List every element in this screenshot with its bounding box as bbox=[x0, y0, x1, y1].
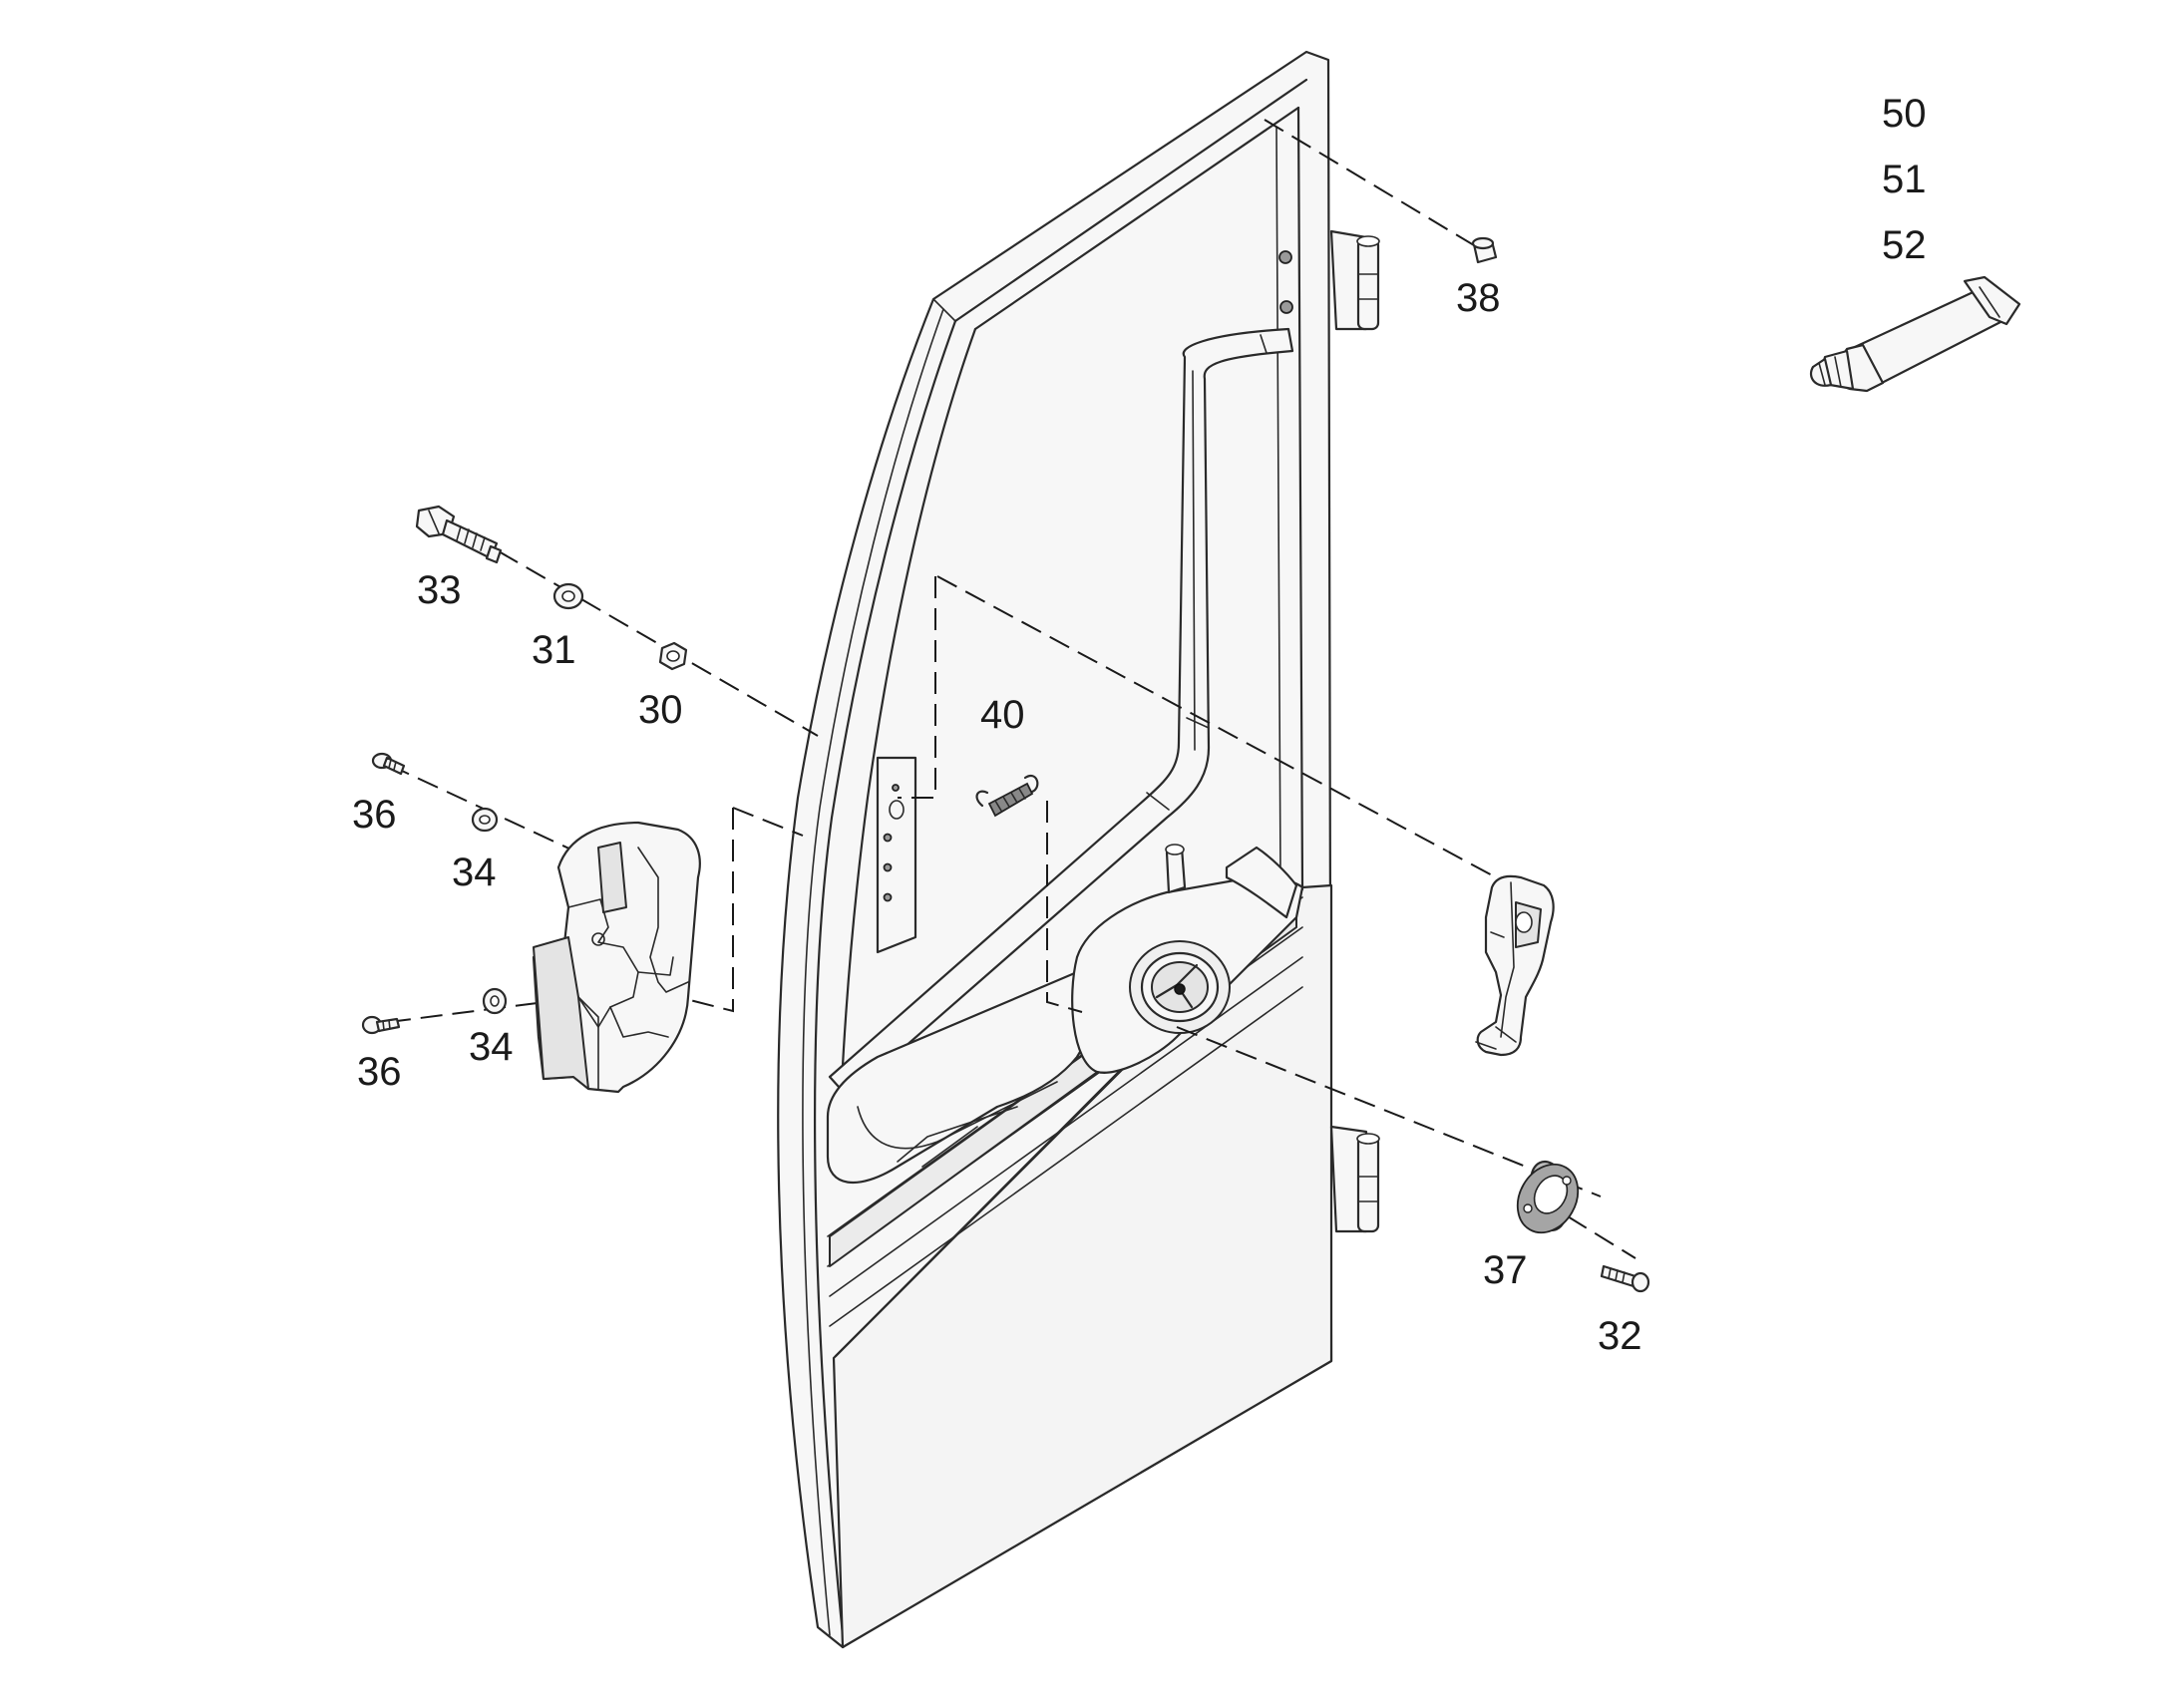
part-38-cap bbox=[1471, 236, 1498, 264]
door-latch-plate bbox=[876, 756, 917, 954]
door-grab-handle bbox=[828, 327, 1294, 1099]
door-latch-housing bbox=[532, 821, 701, 1094]
callout-38: 38 bbox=[1456, 276, 1501, 320]
callout-labels: 50 51 52 38 33 31 30 40 36 34 34 36 37 3… bbox=[352, 92, 1927, 1358]
part-34-washer-upper bbox=[471, 807, 499, 833]
part-36-screw-lower bbox=[361, 1015, 401, 1035]
part-30-nut bbox=[658, 641, 688, 671]
callout-50: 50 bbox=[1882, 92, 1927, 136]
callout-32: 32 bbox=[1598, 1314, 1642, 1358]
callout-37: 37 bbox=[1483, 1248, 1528, 1292]
part-31-washer bbox=[552, 582, 584, 610]
callout-40: 40 bbox=[980, 693, 1025, 737]
lower-door-hinge bbox=[1329, 1125, 1380, 1233]
callout-30: 30 bbox=[638, 688, 683, 732]
part-33-bolt bbox=[415, 505, 503, 564]
lock-mechanism-housing bbox=[1071, 844, 1304, 1074]
callout-36-upper: 36 bbox=[352, 793, 397, 837]
callout-51: 51 bbox=[1882, 158, 1927, 201]
door-panel bbox=[777, 50, 1333, 1649]
callout-33: 33 bbox=[417, 568, 462, 612]
part-40-spring bbox=[975, 775, 1039, 818]
callout-31: 31 bbox=[532, 628, 576, 672]
door-armrest bbox=[826, 966, 1114, 1185]
callout-34-lower: 34 bbox=[469, 1025, 514, 1069]
callout-52: 52 bbox=[1882, 223, 1927, 267]
part-36-screw-upper bbox=[371, 752, 406, 776]
upper-door-hinge bbox=[1278, 229, 1380, 331]
part-door-handle-lever bbox=[1475, 874, 1555, 1057]
part-52-grease-tube bbox=[1809, 275, 2021, 393]
callout-34-upper: 34 bbox=[452, 851, 497, 894]
callout-36-lower: 36 bbox=[357, 1050, 402, 1094]
part-34-washer-lower bbox=[482, 987, 508, 1015]
part-37-bezel-ring bbox=[1516, 1160, 1580, 1234]
part-32-screw bbox=[1600, 1264, 1650, 1293]
